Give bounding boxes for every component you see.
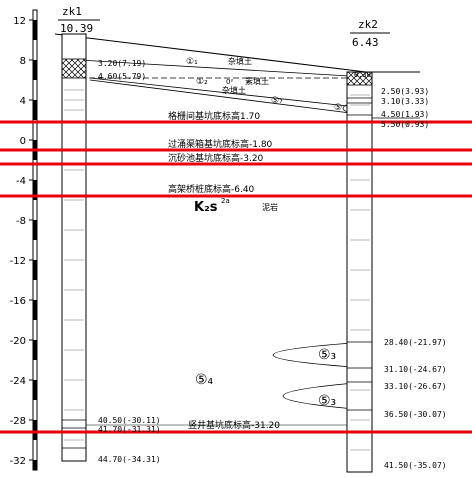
scale-tick-label: -4 [16,176,26,187]
zk1-depth-label: 4.60(5.79) [98,72,146,81]
elevation-label: 竖井基坑底标高-31.20 [188,419,280,431]
zk2-elevation: 6.43 [352,36,379,49]
layer-name: 素填土 [245,76,269,86]
borehole-zk1 [61,33,87,462]
scale-tick-label: 8 [20,56,26,67]
scale-tick-label: -16 [10,296,26,307]
zk2-depth-label: 31.10(-24.67) [384,365,447,374]
zk2-depth-label: 5.50(0.93) [381,120,429,129]
zk1-elevation: 10.39 [60,22,93,35]
layer-symbol: ⑤₇ [271,96,283,106]
zk2-depth-label: 36.50(-30.07) [384,410,447,419]
zk1-depth-label: 3.20(7.19) [98,59,146,68]
layer-name: 杂填土 [228,56,252,66]
zk1-depth-label: 41.70(-31.31) [98,425,161,434]
elevation-label: 沉砂池基坑底标高-3.20 [168,152,264,164]
layer-symbol: ①₁ [186,57,198,67]
bedrock-superscript: 2a [221,197,230,205]
zk2-depth-label: 3.10(3.33) [381,97,429,106]
zk2-depth-label: 4.50(1.93) [381,110,429,119]
layer-name: 杂填土 [222,85,246,95]
bedrock-name: 泥岩 [262,202,278,212]
layer-symbol-5-3: ⑤₃ [318,347,336,363]
scale-tick-label: 12 [13,16,26,27]
scale-tick-label: -24 [10,376,26,387]
scale-tick-label: -20 [10,336,26,347]
borehole-zk2 [346,71,373,473]
zk2-depth-label: 28.40(-21.97) [384,338,447,347]
layer-boundary-line [89,77,367,109]
zk1-fill-layer [61,58,87,79]
scale-tick-label: -12 [10,256,26,267]
zk1-depth-label: 44.70(-34.31) [98,455,161,464]
scale-tick-label: 4 [20,96,26,107]
layer-boundary-line-2 [89,79,367,116]
bedrock-label: K₂s 2a 泥岩 [194,197,278,215]
scale-tick-label: 0 [20,136,26,147]
elevation-label: 过涌渠箱基坑底标高-1.80 [168,138,273,150]
zk2-name: zk2 [358,18,378,31]
scale-tick-label: -32 [10,456,26,467]
layer-symbol: 0² [226,78,233,86]
scale-bar [32,9,38,471]
elevation-label: 格栅间基坑底标高1.70 [168,110,260,122]
elevation-label: 高架桥桩底标高-6.40 [168,183,255,195]
scale-tick-labels: 12 8 4 0 -4 -8 -12 -16 -20 -24 -28 -32 [10,16,33,467]
layer-symbol: ①₂ [196,77,208,87]
zk2-depth-label: 0.30 [354,71,371,79]
fill-boundary-line [61,58,367,78]
ground-surface-line [54,33,367,73]
scale-tick-label: -8 [16,216,26,227]
layer-symbol-5-3: ⑤₃ [318,393,336,409]
layer-symbol-5-4: ⑤₄ [195,372,214,388]
zk2-depth-label: 41.50(-35.07) [384,461,447,470]
zk1-name: zk1 [62,5,82,18]
bedrock-code: K₂s [194,200,218,215]
zk2-depth-label: 2.50(3.93) [381,87,429,96]
zk2-depth-label: 33.10(-26.67) [384,382,447,391]
scale-tick-label: -28 [10,416,26,427]
lens-5-3-lower [282,381,367,411]
layer-symbol: ⑤ [334,103,342,113]
zk2-fill-layer [346,71,373,86]
lens-5-3-upper [272,341,367,369]
zk1-depth-label: 40.50(-30.11) [98,416,161,425]
